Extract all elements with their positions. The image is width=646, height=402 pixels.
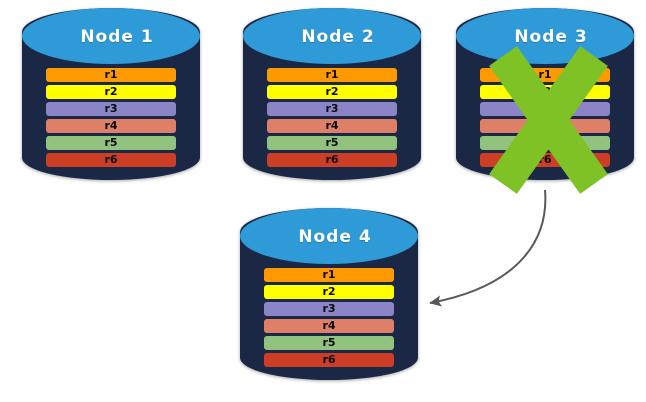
replica-row-label: r6 — [325, 153, 339, 166]
replica-row-label: r4 — [325, 119, 339, 132]
replica-row-label: r4 — [322, 319, 336, 332]
replica-row[interactable]: r4 — [267, 119, 397, 133]
replica-row[interactable]: r1 — [480, 68, 610, 82]
replica-row-label: r1 — [538, 68, 552, 81]
replica-row[interactable]: r3 — [480, 102, 610, 116]
replica-row[interactable]: r2 — [264, 285, 394, 299]
replica-row-label: r3 — [322, 302, 336, 315]
replica-row[interactable]: r4 — [46, 119, 176, 133]
replica-row-label: r6 — [322, 353, 336, 366]
replica-row-list: r1 r2 r3 r4 r5 r6 — [46, 68, 176, 167]
replica-row-label: r2 — [538, 85, 552, 98]
replica-row-label: r1 — [322, 268, 336, 281]
replica-row-label: r3 — [325, 102, 339, 115]
replica-row-list: r1 r2 r3 r4 r5 r6 — [264, 268, 394, 367]
cylinder-top-ellipse: Node 3 — [456, 8, 634, 64]
replica-row[interactable]: r6 — [480, 153, 610, 167]
cylinder-top-ellipse: Node 2 — [243, 8, 421, 64]
replica-row-label: r4 — [538, 119, 552, 132]
replica-row-label: r3 — [104, 102, 118, 115]
replica-row[interactable]: r1 — [267, 68, 397, 82]
replica-row-label: r1 — [104, 68, 118, 81]
replica-row-label: r5 — [325, 136, 339, 149]
replica-row-label: r5 — [538, 136, 552, 149]
node-1[interactable]: Node 1 r1 r2 r3 r4 r5 r6 — [22, 8, 200, 180]
node-2[interactable]: Node 2 r1 r2 r3 r4 r5 r6 — [243, 8, 421, 180]
node-title: Node 4 — [298, 227, 372, 247]
replica-row[interactable]: r5 — [267, 136, 397, 150]
replica-row[interactable]: r1 — [46, 68, 176, 82]
replica-row[interactable]: r4 — [264, 319, 394, 333]
replica-row-label: r4 — [104, 119, 118, 132]
replica-row-label: r6 — [538, 153, 552, 166]
cylinder-top-ellipse: Node 1 — [22, 8, 200, 64]
replica-row[interactable]: r2 — [480, 85, 610, 99]
replica-row[interactable]: r6 — [46, 153, 176, 167]
node-4[interactable]: Node 4 r1 r2 r3 r4 r5 r6 — [240, 208, 418, 380]
replica-row[interactable]: r4 — [480, 119, 610, 133]
replica-row-label: r5 — [322, 336, 336, 349]
replica-row[interactable]: r3 — [46, 102, 176, 116]
node-title: Node 2 — [301, 27, 375, 47]
replica-row-label: r1 — [325, 68, 339, 81]
cylinder-top-ellipse: Node 4 — [240, 208, 418, 264]
replica-row[interactable]: r6 — [264, 353, 394, 367]
node-title: Node 1 — [80, 27, 154, 47]
replica-row-label: r2 — [322, 285, 336, 298]
replica-row[interactable]: r3 — [264, 302, 394, 316]
replica-row-label: r2 — [325, 85, 339, 98]
node-3[interactable]: Node 3 r1 r2 r3 r4 r5 r6 — [456, 8, 634, 180]
replica-row-label: r6 — [104, 153, 118, 166]
replica-row-label: r2 — [104, 85, 118, 98]
replica-row-list: r1 r2 r3 r4 r5 r6 — [480, 68, 610, 167]
replica-row[interactable]: r2 — [46, 85, 176, 99]
replica-row[interactable]: r5 — [264, 336, 394, 350]
replica-row-label: r5 — [104, 136, 118, 149]
replica-row-label: r3 — [538, 102, 552, 115]
replica-row[interactable]: r2 — [267, 85, 397, 99]
replica-row[interactable]: r5 — [480, 136, 610, 150]
replica-row-list: r1 r2 r3 r4 r5 r6 — [267, 68, 397, 167]
replica-row[interactable]: r1 — [264, 268, 394, 282]
node-title: Node 3 — [514, 27, 588, 47]
replica-row[interactable]: r6 — [267, 153, 397, 167]
replica-row[interactable]: r5 — [46, 136, 176, 150]
replica-row[interactable]: r3 — [267, 102, 397, 116]
